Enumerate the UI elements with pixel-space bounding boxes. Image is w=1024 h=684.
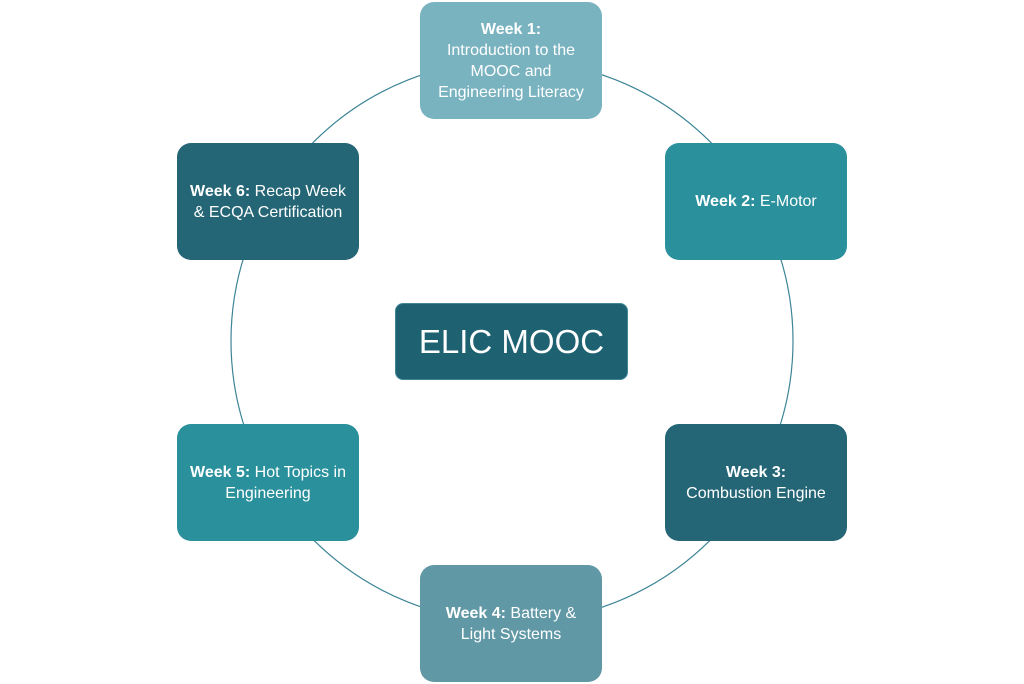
week-6-node: Week 6: Recap Week & ECQA Certification — [177, 143, 359, 260]
week-5-description: Hot Topics in Engineering — [225, 463, 346, 502]
week-4-label: Week 4: — [445, 604, 511, 622]
week-2-label: Week 2: — [695, 193, 760, 210]
week-6-description: Recap Week & ECQA Certification — [193, 182, 346, 221]
center-title-box: ELIC MOOC — [395, 303, 628, 380]
week-4-node: Week 4: Battery & Light Systems — [420, 565, 602, 682]
week-6-label: Week 6: — [190, 182, 255, 200]
week-5-label: Week 5: — [190, 463, 255, 481]
week-2-node: Week 2: E-Motor — [665, 143, 847, 260]
week-3-label: Week 3: — [725, 463, 787, 481]
week-5-node: Week 5: Hot Topics in Engineering — [177, 424, 359, 541]
week-1-label: Week 1: — [480, 20, 542, 38]
week-1-node: Week 1: Introduction to the MOOC and Eng… — [420, 2, 602, 119]
week-3-node: Week 3: Combustion Engine — [665, 424, 847, 541]
week-2-description: E-Motor — [759, 193, 817, 210]
week-4-description: Battery & Light Systems — [460, 604, 577, 643]
week-1-description: Introduction to the MOOC and Engineering… — [438, 41, 584, 101]
center-title: ELIC MOOC — [418, 322, 605, 360]
week-3-description: Combustion Engine — [686, 484, 826, 502]
